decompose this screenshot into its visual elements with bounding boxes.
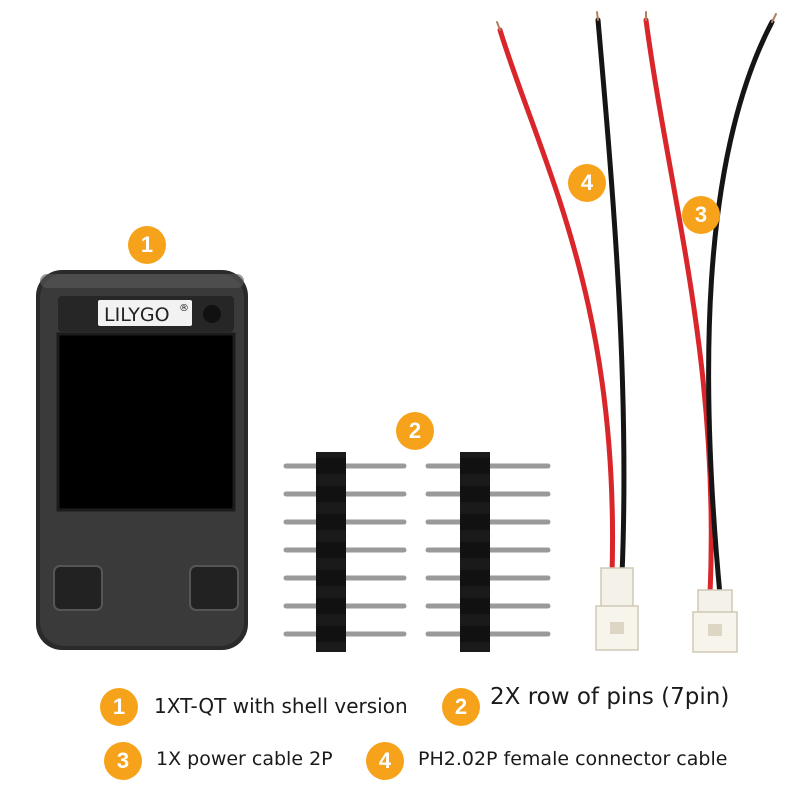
callout-badge-power-cable: 3: [682, 196, 720, 234]
legend-badge-4: 4: [366, 742, 404, 780]
device-screen: [58, 334, 234, 510]
legend-text-4: PH2.02P female connector cable: [418, 748, 728, 770]
legend-text-3: 1X power cable 2P: [156, 748, 333, 770]
power-cable: [643, 11, 777, 653]
pin-header-left: [283, 452, 407, 652]
ph-connector-cable: [496, 11, 639, 651]
lilygo-device: LILYGO ®: [36, 270, 248, 650]
legend-badge-2: 2: [442, 688, 480, 726]
right-button: [189, 565, 239, 611]
pin-header-right: [425, 452, 551, 652]
legend-text-2: 2X row of pins (7pin): [490, 684, 730, 710]
callout-badge-ph-cable: 4: [568, 164, 606, 202]
legend-badge-3: 3: [104, 742, 142, 780]
legend-text-1: 1XT-QT with shell version: [154, 694, 408, 718]
left-button: [53, 565, 103, 611]
registered-mark: ®: [179, 303, 189, 314]
legend-badge-1: 1: [100, 688, 138, 726]
callout-badge-pins: 2: [396, 412, 434, 450]
callout-badge-device: 1: [128, 226, 166, 264]
device-logo: LILYGO: [104, 304, 170, 326]
